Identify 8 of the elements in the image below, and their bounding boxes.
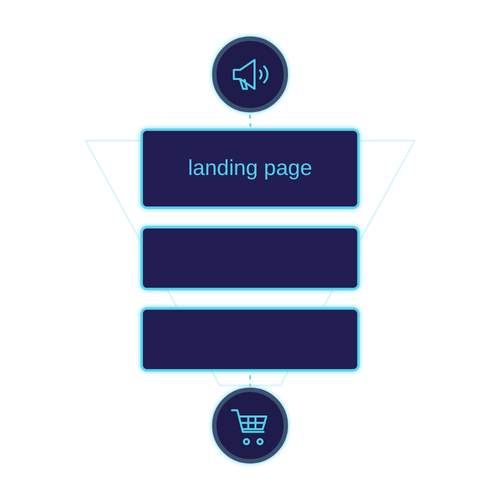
empty-stage-bar <box>140 226 360 290</box>
stage-label: landing page <box>186 156 314 183</box>
dashed-connector <box>249 114 252 128</box>
empty-stage-bar <box>140 307 360 372</box>
icon-circle <box>212 36 288 112</box>
icon-circle <box>212 388 288 464</box>
stage-bar <box>140 128 360 209</box>
dashed-connector <box>249 375 252 387</box>
